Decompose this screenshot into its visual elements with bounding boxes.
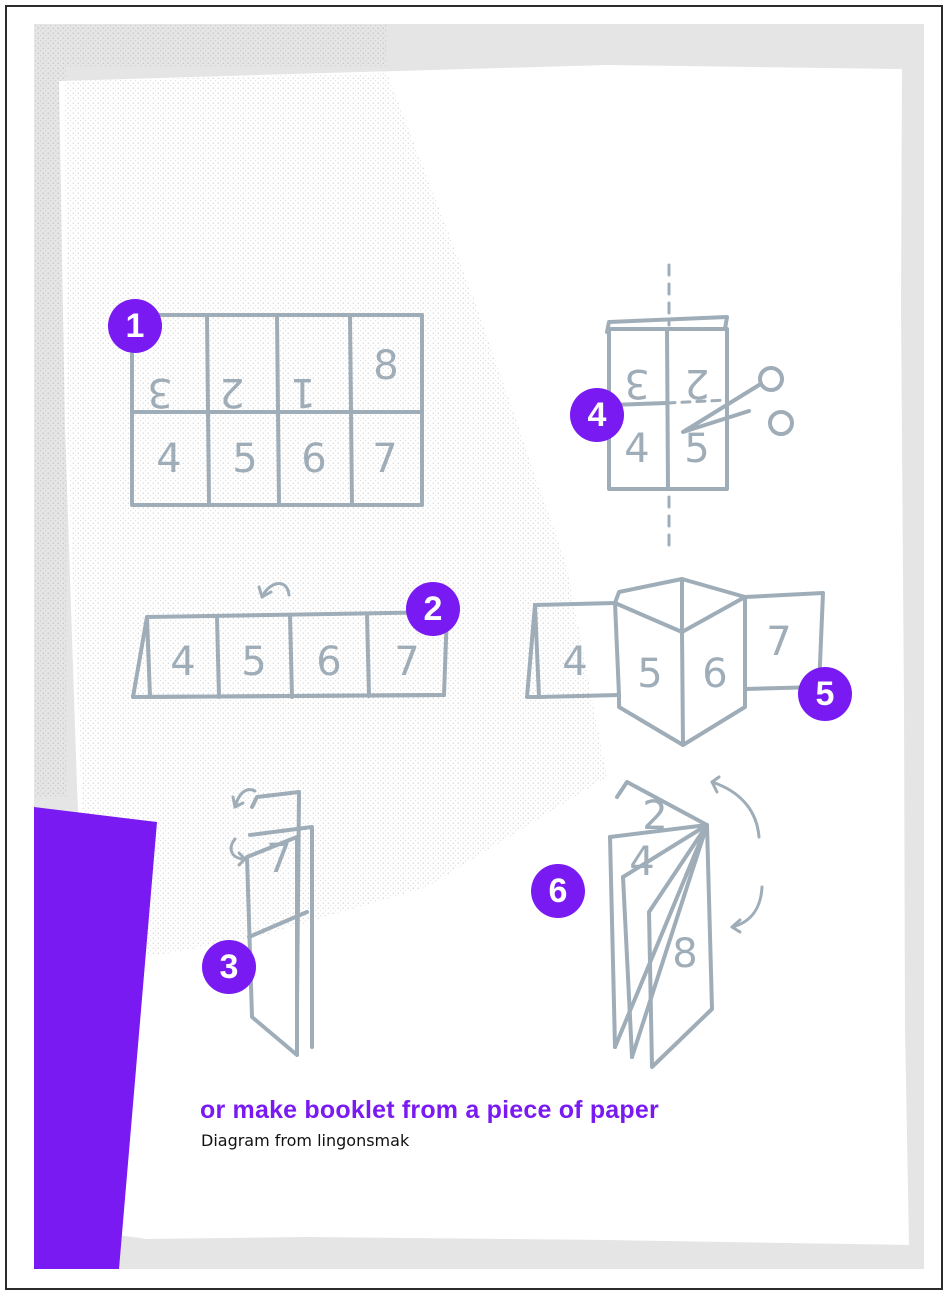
step5-panel-1: 4 <box>562 639 587 685</box>
step6-booklet-drawing: 2 4 8 <box>610 777 762 1067</box>
step-5-badge: 5 <box>798 667 852 721</box>
step-6-badge: 6 <box>531 864 585 918</box>
page-frame: 3 2 1 8 4 5 6 7 4 5 6 7 <box>5 5 943 1290</box>
step1-panel-bottom-3: 6 <box>301 436 326 482</box>
step4-panel-top-1: 3 <box>624 360 649 406</box>
step6-panel-top: 2 <box>642 793 667 839</box>
step2-panel-1: 4 <box>170 639 195 685</box>
step5-panel-4: 7 <box>766 619 791 665</box>
step4-panel-top-2: 2 <box>684 360 709 406</box>
step4-folded-sheet-drawing: 3 2 4 5 <box>607 265 792 552</box>
step1-panel-bottom-2: 5 <box>232 436 257 482</box>
step5-panel-2: 5 <box>637 651 662 697</box>
step4-panel-bottom-2: 5 <box>684 426 709 472</box>
step1-panel-top-4: 8 <box>373 343 398 389</box>
step-2-badge: 2 <box>406 582 460 636</box>
caption-credit: Diagram from lingonsmak <box>201 1131 409 1150</box>
step4-panel-bottom-1: 4 <box>624 426 649 472</box>
step-1-badge: 1 <box>108 299 162 353</box>
step5-panel-3: 6 <box>702 651 727 697</box>
step3-accordion-drawing: 7 <box>231 790 312 1055</box>
step1-sheet-drawing: 3 2 1 8 4 5 6 7 <box>132 315 422 505</box>
step3-panel-visible: 7 <box>266 836 291 882</box>
step-3-badge: 3 <box>202 940 256 994</box>
booklet-instructions-page: 3 2 1 8 4 5 6 7 4 5 6 7 <box>7 7 941 1288</box>
step6-panel-middle: 4 <box>629 839 654 885</box>
step1-panel-bottom-4: 7 <box>372 436 397 482</box>
step2-panel-4: 7 <box>394 639 419 685</box>
step1-panel-top-3: 1 <box>290 369 315 415</box>
step2-panel-3: 6 <box>316 639 341 685</box>
step1-panel-top-1: 3 <box>147 369 172 415</box>
step5-opened-strip-drawing: 4 5 6 7 <box>527 579 823 745</box>
step6-panel-front: 8 <box>672 931 697 977</box>
step1-panel-bottom-1: 4 <box>156 436 181 482</box>
step1-panel-top-2: 2 <box>219 369 244 415</box>
caption-title: or make booklet from a piece of paper <box>200 1096 659 1125</box>
step2-folded-strip-drawing: 4 5 6 7 <box>133 583 447 697</box>
step2-panel-2: 5 <box>241 639 266 685</box>
step-4-badge: 4 <box>570 388 624 442</box>
